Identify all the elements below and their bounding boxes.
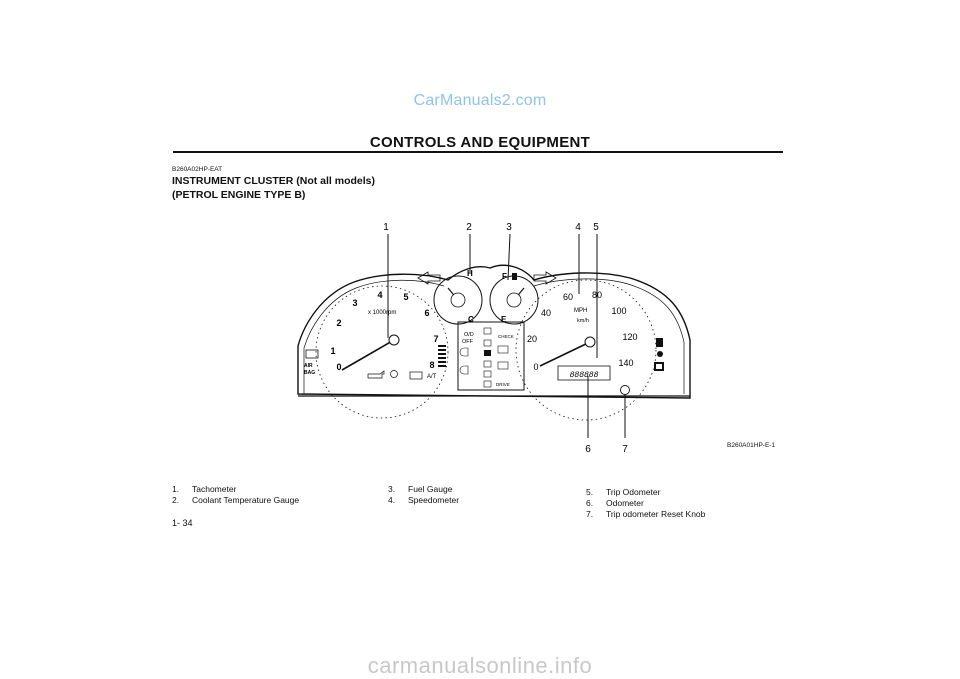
- fuel-pump-icon: [512, 273, 517, 280]
- leader-lines: [387, 233, 626, 438]
- trip-reset-knob: [620, 385, 630, 395]
- legend-num: 5.: [586, 487, 594, 497]
- cluster-bezel: [297, 264, 691, 399]
- callout-3: 3: [506, 222, 512, 233]
- legend-text: Trip Odometer: [606, 487, 661, 497]
- svg-text:BAG: BAG: [304, 370, 315, 376]
- tach-num-1: 1: [330, 346, 335, 356]
- doc-code: B260A02HP-EAT: [172, 166, 223, 173]
- airbag-label: AIR: [304, 363, 313, 369]
- speed-unit-sub: km/h: [577, 318, 589, 324]
- callout-5: 5: [593, 222, 599, 233]
- legend-text: Coolant Temperature Gauge: [192, 495, 300, 505]
- speed-num-80: 80: [592, 290, 602, 300]
- drive-label: DRIVE: [496, 382, 510, 387]
- speed-num-60: 60: [563, 292, 573, 302]
- legend-text: Fuel Gauge: [408, 484, 453, 494]
- legend-item: 5. Trip Odometer: [586, 487, 705, 498]
- tach-num-7: 7: [433, 334, 438, 344]
- callout-1: 1: [383, 222, 389, 233]
- speedometer: 0 20 40 60 80 100 120 140 MPH km/h 88888…: [515, 279, 657, 421]
- legend-text: Odometer: [606, 498, 644, 508]
- speed-num-140: 140: [618, 358, 633, 368]
- page-number: 1- 34: [172, 518, 193, 528]
- at-label: A/T: [427, 374, 437, 380]
- tach-num-3: 3: [352, 298, 357, 308]
- speed-num-40: 40: [541, 308, 551, 318]
- lamp-icon: [459, 347, 469, 357]
- legend-column-2: 3. Fuel Gauge 4. Speedometer: [388, 484, 459, 506]
- tach-unit: x 1000rpm: [368, 310, 396, 316]
- section-title: INSTRUMENT CLUSTER (Not all models) (PET…: [172, 174, 375, 202]
- tach-num-5: 5: [403, 292, 408, 302]
- tachometer: 0 1 2 3 4 5 6 7 8 x 1000rpm: [315, 285, 449, 419]
- legend-num: 1.: [172, 484, 180, 494]
- instrument-cluster-diagram: 1 2 3 4 5 6 7 0 1 2 3 4 5 6 7 8 x 1000rp…: [297, 222, 691, 455]
- legend-num: 4.: [388, 495, 396, 505]
- odometer-window: [557, 365, 611, 381]
- legend-column-1: 1. Tachometer 2. Coolant Temperature Gauge: [172, 484, 299, 506]
- temp-gauge: H C: [433, 269, 483, 325]
- speed-needle: [539, 341, 591, 367]
- battery-icon: [409, 371, 423, 380]
- speed-num-100: 100: [611, 306, 626, 316]
- fuel-empty-label: E: [501, 315, 507, 324]
- legend-item: 6. Odometer: [586, 498, 705, 509]
- fuel-gauge: F E: [489, 272, 539, 325]
- speed-num-120: 120: [622, 332, 637, 342]
- temp-high-label: H: [467, 269, 473, 278]
- svg-text:OFF: OFF: [462, 339, 474, 345]
- left-indicator-icons: AIR BAG A/T: [304, 349, 437, 380]
- odometer-digits: 888888: [570, 371, 599, 380]
- tach-needle: [341, 339, 395, 371]
- speed-num-0: 0: [533, 362, 538, 372]
- tach-num-8: 8: [429, 360, 434, 370]
- watermark-bottom: carmanualsonline.info: [367, 653, 593, 678]
- tach-num-4: 4: [377, 290, 382, 300]
- temp-low-label: C: [468, 315, 474, 324]
- od-off-label: O/D: [464, 332, 474, 338]
- callout-2: 2: [466, 222, 472, 233]
- callout-6: 6: [585, 444, 591, 455]
- section-title-line-1: INSTRUMENT CLUSTER (Not all models): [172, 175, 376, 187]
- speed-num-20: 20: [527, 334, 537, 344]
- legend-item: 3. Fuel Gauge: [388, 484, 459, 495]
- legend-item: 1. Tachometer: [172, 484, 299, 495]
- speed-unit-main: MPH: [574, 308, 587, 314]
- legend-item: 7. Trip odometer Reset Knob: [586, 509, 705, 520]
- figure-code: B260A01HP-E-1: [727, 442, 776, 449]
- fuel-full-label: F: [502, 272, 507, 281]
- right-indicator-icons: [654, 338, 664, 371]
- tach-num-6: 6: [424, 308, 429, 318]
- legend-text: Trip odometer Reset Knob: [606, 509, 706, 519]
- header-rule: [173, 151, 783, 153]
- legend-num: 6.: [586, 498, 594, 508]
- section-title-line-2: (PETROL ENGINE TYPE B): [172, 189, 306, 201]
- seatbelt-icon: [657, 351, 663, 357]
- legend-num: 3.: [388, 484, 396, 494]
- left-turn-arrow-icon: [417, 271, 441, 285]
- legend-num: 7.: [586, 509, 594, 519]
- page-header: CONTROLS AND EQUIPMENT: [369, 134, 591, 151]
- watermark-top: CarManuals2.com: [413, 92, 547, 109]
- tach-num-0: 0: [336, 362, 341, 372]
- legend-column-3: 5. Trip Odometer 6. Odometer 7. Trip odomet…: [586, 487, 705, 520]
- right-turn-arrow-icon: [533, 271, 557, 285]
- oil-pressure-icon: [367, 370, 385, 379]
- tach-num-2: 2: [336, 318, 341, 328]
- legend-item: 2. Coolant Temperature Gauge: [172, 495, 299, 506]
- legend-text: Tachometer: [192, 484, 237, 494]
- indicator-panel: O/D OFF CHECK DRIVE: [457, 321, 525, 391]
- legend-item: 4. Speedometer: [388, 495, 459, 506]
- callout-7: 7: [622, 444, 628, 455]
- callout-4: 4: [575, 222, 581, 233]
- legend-num: 2.: [172, 495, 180, 505]
- check-label: CHECK: [498, 334, 514, 339]
- legend-text: Speedometer: [408, 495, 460, 505]
- abs-icon: [390, 370, 398, 378]
